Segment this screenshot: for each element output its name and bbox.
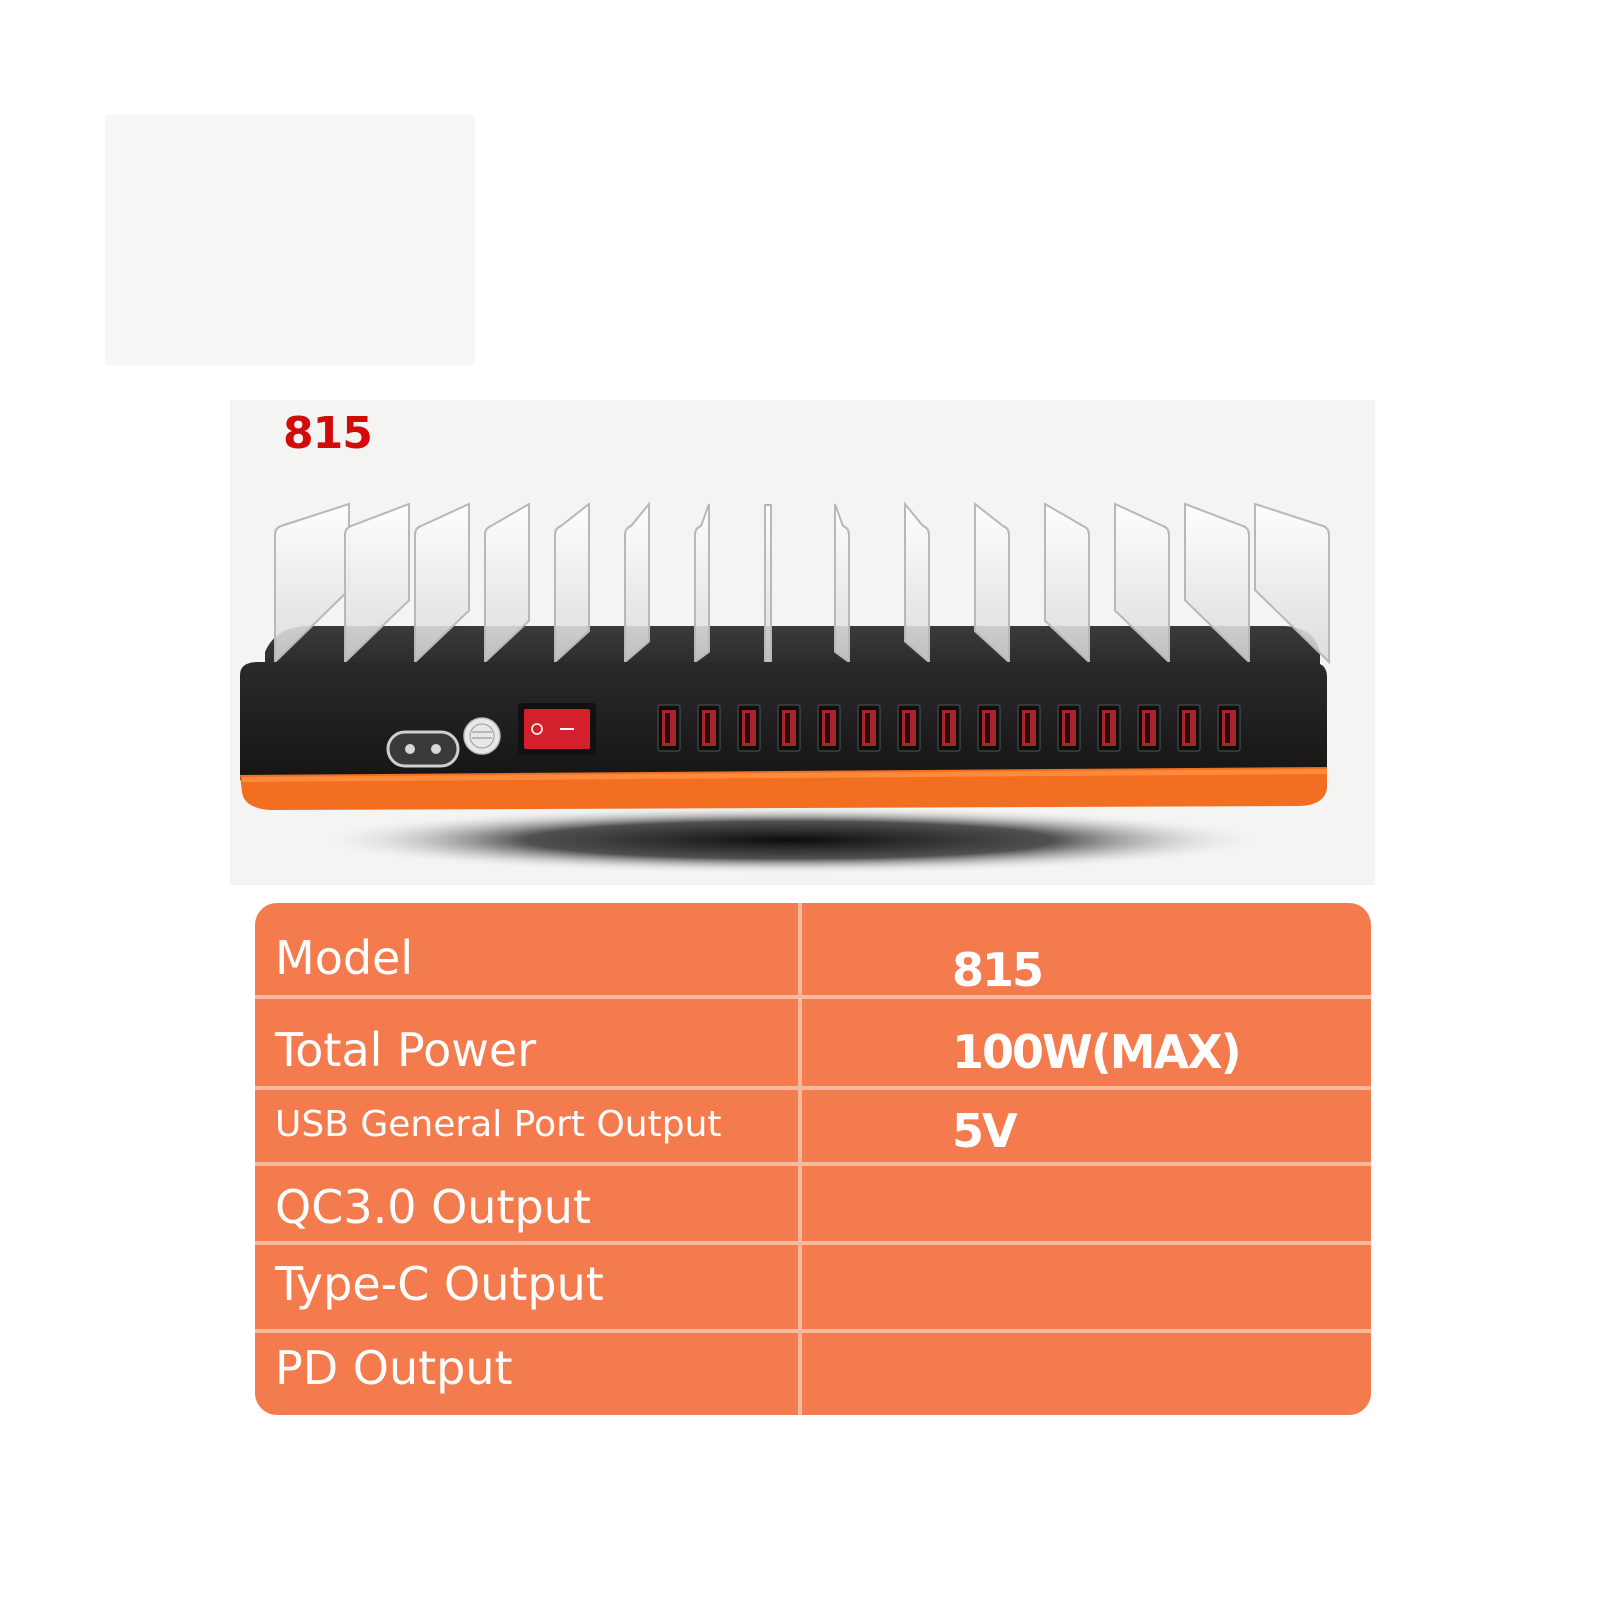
column-divider	[798, 903, 802, 1415]
spec-table: Model 815 Total Power 100W(MAX) USB Gene…	[255, 903, 1371, 1415]
divider-plate	[904, 501, 930, 665]
divider-plate	[414, 502, 470, 665]
spec-label: Model	[275, 931, 414, 985]
usb-port-icon	[1137, 704, 1161, 752]
divider-plate	[1254, 502, 1330, 665]
divider-plate	[974, 501, 1010, 665]
spec-label: PD Output	[275, 1341, 513, 1395]
usb-port-icon	[817, 704, 841, 752]
certification-label-icon	[463, 717, 501, 755]
spec-row-pd-output: PD Output	[255, 1333, 1371, 1415]
usb-port-icon	[1177, 704, 1201, 752]
product-image-panel: 815	[230, 400, 1375, 885]
blank-placeholder-box	[105, 115, 475, 365]
usb-port-row	[657, 704, 1241, 752]
spec-row-model: Model 815	[255, 903, 1371, 997]
spec-label: USB General Port Output	[275, 1104, 722, 1145]
usb-port-icon	[1217, 704, 1241, 752]
row-divider	[255, 1329, 1371, 1333]
power-switch-icon	[518, 703, 596, 755]
divider-plate	[764, 504, 772, 663]
row-divider	[255, 1241, 1371, 1245]
divider-plate	[1184, 502, 1250, 665]
spec-row-total-power: Total Power 100W(MAX)	[255, 999, 1371, 1086]
divider-plate	[694, 503, 710, 664]
spec-row-type-c-output: Type-C Output	[255, 1245, 1371, 1329]
row-divider	[255, 1086, 1371, 1090]
power-socket-icon	[386, 730, 460, 768]
usb-port-icon	[777, 704, 801, 752]
usb-port-icon	[1097, 704, 1121, 752]
divider-plate	[624, 501, 650, 665]
model-tag: 815	[283, 408, 373, 459]
divider-plate	[834, 503, 850, 664]
spec-row-qc30-output: QC3.0 Output	[255, 1166, 1371, 1241]
charging-station-illustration	[240, 501, 1330, 874]
spec-value: 815	[952, 943, 1044, 997]
usb-port-icon	[977, 704, 1001, 752]
usb-port-icon	[1017, 704, 1041, 752]
row-divider	[255, 1162, 1371, 1166]
usb-port-icon	[937, 704, 961, 752]
spec-value: 5V	[952, 1104, 1018, 1158]
divider-plate	[1114, 502, 1170, 665]
spec-label: Type-C Output	[275, 1257, 604, 1311]
divider-plate	[484, 502, 530, 665]
divider-plate	[1044, 502, 1090, 665]
divider-plates	[274, 501, 1330, 665]
row-divider	[255, 995, 1371, 999]
usb-port-icon	[657, 704, 681, 752]
device-shadow	[310, 806, 1270, 874]
spec-label: Total Power	[275, 1023, 537, 1077]
usb-port-icon	[737, 704, 761, 752]
usb-port-icon	[697, 704, 721, 752]
spec-label: QC3.0 Output	[275, 1180, 591, 1234]
spec-row-usb-general-output: USB General Port Output 5V	[255, 1090, 1371, 1162]
usb-port-icon	[857, 704, 881, 752]
divider-plate	[274, 502, 350, 665]
divider-plate	[344, 502, 410, 665]
usb-port-icon	[897, 704, 921, 752]
spec-value: 100W(MAX)	[952, 1025, 1242, 1079]
divider-plate	[554, 501, 590, 665]
device-orange-base-highlight	[242, 769, 1327, 782]
usb-port-icon	[1057, 704, 1081, 752]
